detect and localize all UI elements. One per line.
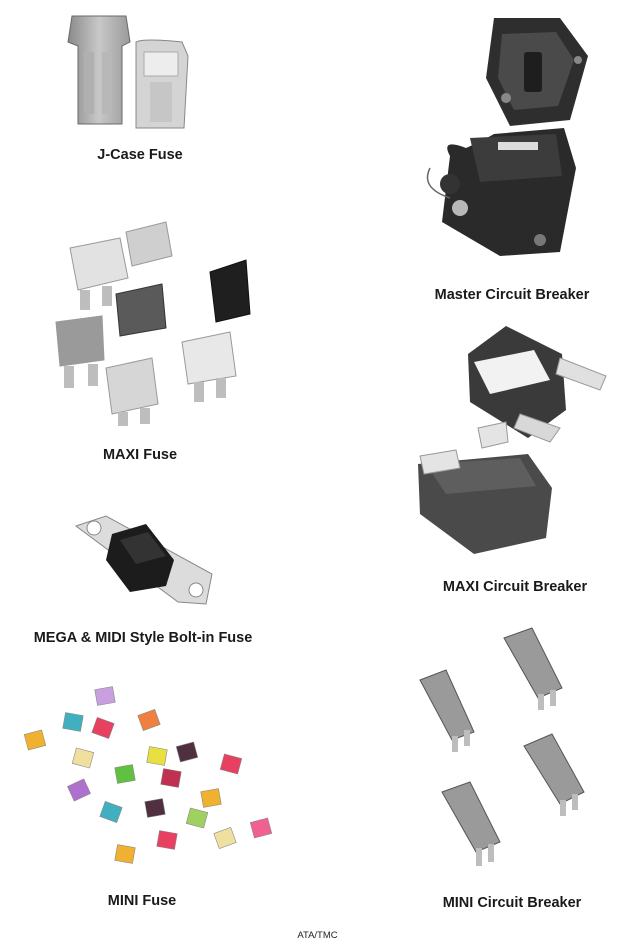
mega-midi-fuse-caption: MEGA & MIDI Style Bolt-in Fuse xyxy=(33,630,253,646)
maxi-fuse-caption: MAXI Fuse xyxy=(102,447,178,463)
maxi-circuit-breaker-image xyxy=(410,318,610,562)
mini-fuse-image xyxy=(12,680,288,876)
j-case-fuse-caption: J-Case Fuse xyxy=(97,147,183,163)
mini-fuse-caption: MINI Fuse xyxy=(107,893,177,909)
j-case-fuse-image xyxy=(64,12,194,132)
maxi-circuit-breaker-caption: MAXI Circuit Breaker xyxy=(442,579,588,595)
master-circuit-breaker-image xyxy=(410,8,590,270)
footer-source: ATA/TMC xyxy=(297,930,338,941)
mega-midi-fuse-image xyxy=(70,512,220,612)
mini-circuit-breaker-caption: MINI Circuit Breaker xyxy=(442,895,582,911)
mini-circuit-breaker-image xyxy=(412,624,608,874)
master-circuit-breaker-caption: Master Circuit Breaker xyxy=(434,287,590,303)
maxi-fuse-image xyxy=(40,218,260,428)
